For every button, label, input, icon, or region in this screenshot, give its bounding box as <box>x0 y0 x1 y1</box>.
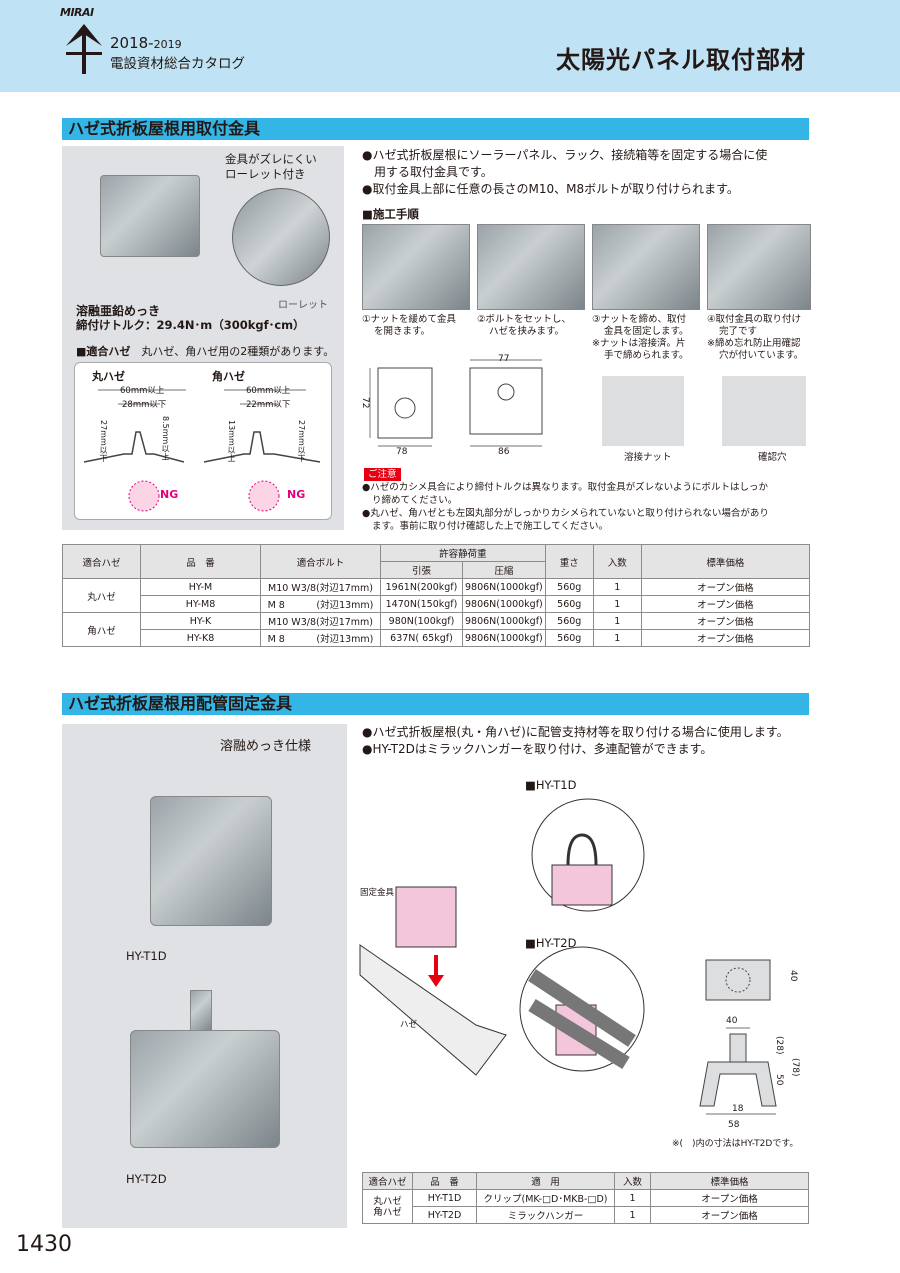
weld-nut-label: 溶接ナット <box>624 452 672 463</box>
col-price: 標準価格 <box>650 1172 809 1190</box>
round-seam-label: 丸ハゼ <box>92 370 125 383</box>
square-dim4: 27mm以下 <box>297 420 306 462</box>
col-compression: 圧縮 <box>462 561 546 579</box>
plating-text: 溶融亜鉛めっき <box>76 304 161 318</box>
hy-t2d-bolt-photo <box>190 990 212 1032</box>
logo-text: MIRAI <box>60 6 94 19</box>
mirai-logo-icon <box>66 24 102 74</box>
bracket-photo <box>100 175 200 257</box>
hy-t1d-photo <box>150 796 272 926</box>
seam-label: ハゼ <box>400 1020 418 1030</box>
hy-t1d-label: HY-T1D <box>126 949 167 963</box>
table-row: HY-T2D ミラックハンガー 1 オープン価格 <box>363 1206 809 1224</box>
col-qty: 入数 <box>592 544 642 579</box>
catalog-name: 電設資材総合カタログ <box>110 56 245 72</box>
step2-photo <box>477 224 585 310</box>
round-ng-label: NG <box>160 488 179 501</box>
caution-text: ●ハゼのカシメ具合により締付トルクは異なります。取付金具がズレないようにボルトは… <box>362 482 769 532</box>
col-load: 許容静荷重 <box>380 544 546 562</box>
page-number: 1430 <box>16 1232 72 1257</box>
spec-table-2: 適合ハゼ 品 番 適 用 入数 標準価格 丸ハゼ 角ハゼ HY-T1D クリップ… <box>362 1172 809 1224</box>
weld-nut-drawing <box>602 376 684 446</box>
step4-photo <box>707 224 811 310</box>
col-model: 品 番 <box>412 1172 477 1190</box>
check-hole-label: 確認穴 <box>758 452 787 463</box>
knurl-label: ローレット <box>278 300 328 311</box>
col-model: 品 番 <box>140 544 261 579</box>
dim-86: 86 <box>498 447 510 457</box>
installation-diagram <box>359 798 645 1076</box>
torque-text: 締付けトルク：29.4N･m（300kgf･cm） <box>76 318 305 332</box>
dim-40-top: 40 <box>726 1016 738 1026</box>
page-header <box>0 0 900 92</box>
step3-caption: ③ナットを締め、取付金具を固定します。※ナットは溶接済。片手で締められます。 <box>592 314 689 361</box>
dim-28: (28) <box>774 1036 784 1055</box>
square-dim2: 22mm以下 <box>246 400 291 410</box>
knurl-callout: 金具がズレにくい ローレット付き <box>225 152 317 181</box>
dim-note: ※( )内の寸法はHY-T2Dです。 <box>672 1139 799 1149</box>
seam-profile-drawing <box>83 389 321 512</box>
section1-bullets: ●ハゼ式折板屋根にソーラーパネル、ラック、接続箱等を固定する場合に使 用する取付… <box>362 148 768 196</box>
round-dim4: 8.5mm以上 <box>161 416 170 461</box>
dim-50: 50 <box>774 1074 784 1086</box>
square-dim3: 13mm以上 <box>227 420 236 462</box>
round-dim1: 60mm以上 <box>120 386 165 396</box>
step2-caption: ②ボルトをセットし、ハゼを挟みます。 <box>477 314 572 337</box>
seam-diagram-box <box>74 362 332 520</box>
step4-caption: ④取付金具の取り付け完了です※締め忘れ防止用確認穴が付いています。 <box>707 314 804 361</box>
check-hole-drawing <box>722 376 806 446</box>
page-title: 太陽光パネル取付部材 <box>556 46 806 74</box>
t-series-dimension-drawing <box>699 959 777 1115</box>
dim-72: 72 <box>360 397 370 409</box>
col-tension: 引張 <box>380 561 463 579</box>
table-row: HY-K8 M 8 (対辺13mm) 637N( 65kgf) 9806N(10… <box>63 629 811 647</box>
section2-bullets: ●ハゼ式折板屋根(丸・角ハゼ)に配管支持材等を取り付ける場合に使用します。 ●H… <box>362 725 789 756</box>
dim-18: 18 <box>732 1104 744 1114</box>
table-row: 角ハゼ HY-K M10 W3/8(対辺17mm) 980N(100kgf) 9… <box>62 612 811 647</box>
hy-t2d-label: HY-T2D <box>126 1172 167 1186</box>
col-seam: 適合ハゼ <box>362 1172 413 1190</box>
section2-bar: ハゼ式折板屋根用配管固定金具 <box>62 693 809 715</box>
round-dim2: 28mm以下 <box>122 400 167 410</box>
bracket-dimension-drawing <box>369 359 543 447</box>
table-row: 丸ハゼ 角ハゼ HY-T1D クリップ(MK-□D･MKB-□D) 1 オープン… <box>362 1189 809 1224</box>
caution-badge: ご注意 <box>364 468 401 481</box>
square-seam-label: 角ハゼ <box>212 370 245 383</box>
hy-t2d-photo <box>130 1030 280 1148</box>
round-dim3: 27mm以下 <box>99 420 108 462</box>
square-dim1: 60mm以上 <box>246 386 291 396</box>
col-price: 標準価格 <box>640 544 811 579</box>
spec-table-1: 適合ハゼ 品 番 適合ボルト 許容静荷重 重さ 入数 標準価格 引張 圧縮 丸ハ… <box>62 544 811 647</box>
step1-photo <box>362 224 470 310</box>
dim-77: 77 <box>498 354 510 364</box>
diagram-t2d-heading: ■HY-T2D <box>525 936 577 950</box>
col-seam: 適合ハゼ <box>62 544 141 579</box>
square-ng-label: NG <box>287 488 306 501</box>
dim-58: 58 <box>728 1120 740 1130</box>
table-row: 丸ハゼ HY-M M10 W3/8(対辺17mm) 1961N(200kgf) … <box>62 578 811 613</box>
dim-78: (78) <box>790 1058 800 1077</box>
catalog-year: 2018-2019 <box>110 34 182 52</box>
plating-spec: 溶融めっき仕様 <box>220 739 312 754</box>
procedure-heading: ■施工手順 <box>362 207 419 221</box>
table-row: HY-M8 M 8 (対辺13mm) 1470N(150kgf) 9806N(1… <box>63 595 811 613</box>
fixture-label: 固定金具 <box>360 888 395 898</box>
dim-40-side: 40 <box>788 970 798 982</box>
diagram-t1d-heading: ■HY-T1D <box>525 778 577 792</box>
step1-caption: ①ナットを緩めて金具を開きます。 <box>362 314 457 337</box>
col-bolt: 適合ボルト <box>260 544 381 579</box>
section1-title: ハゼ式折板屋根用取付金具 <box>68 118 261 140</box>
col-qty: 入数 <box>614 1172 651 1190</box>
knurl-closeup-photo <box>232 188 330 286</box>
section1-bar: ハゼ式折板屋根用取付金具 <box>62 118 809 140</box>
section2-title: ハゼ式折板屋根用配管固定金具 <box>68 693 293 715</box>
col-use: 適 用 <box>476 1172 615 1190</box>
dim-78: 78 <box>396 447 408 457</box>
col-weight: 重さ <box>544 544 594 579</box>
applicable-seam-line: ■適合ハゼ 丸ハゼ、角ハゼ用の2種類があります。 <box>76 345 335 358</box>
step3-photo <box>592 224 700 310</box>
